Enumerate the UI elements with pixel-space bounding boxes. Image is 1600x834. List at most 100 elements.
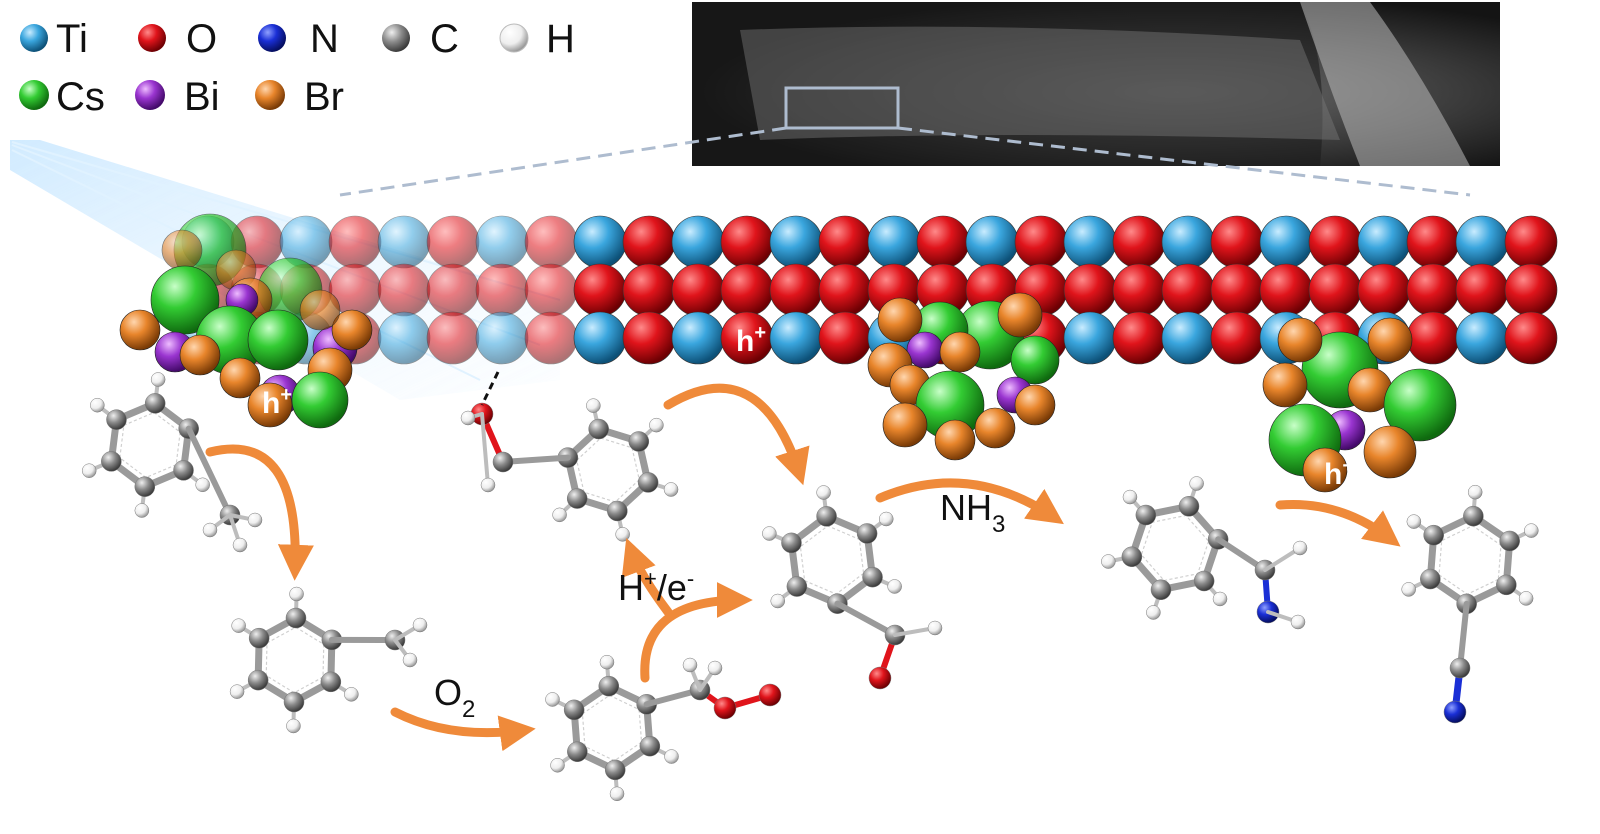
carbon-atom [781, 532, 802, 554]
ti-atom [1455, 215, 1509, 269]
hydrogen-atom [682, 657, 698, 673]
hydrogen-atom [202, 522, 218, 538]
carbon-atom [563, 699, 585, 721]
carbon-atom [1463, 505, 1484, 527]
hydrogen-atom [247, 512, 263, 528]
hydrogen-atom [1467, 484, 1483, 500]
carbon-atom [1449, 657, 1471, 679]
ti-swatch-icon [20, 24, 48, 52]
n-swatch-icon [258, 24, 286, 52]
nh3-label: NH3 [940, 487, 1005, 538]
carbon-atom [1150, 579, 1172, 600]
oxygen-atom [713, 696, 737, 720]
carbon-atom [1178, 496, 1200, 517]
br-atom [161, 229, 203, 271]
o-atom [769, 263, 823, 317]
oxygen-atom [758, 683, 782, 707]
ti-atom [769, 215, 823, 269]
hydrogen-atom [460, 410, 476, 426]
ti-atom [1063, 311, 1117, 365]
hydrogen-atom [1212, 591, 1228, 607]
br-atom [934, 419, 976, 461]
toluene-molecule [81, 372, 263, 553]
legend-item-o: O [138, 17, 217, 61]
legend-item-ti: Ti [20, 17, 88, 61]
hydrogen-atom [545, 692, 560, 707]
svg-text:h+: h+ [1324, 455, 1354, 491]
o-atom [1063, 263, 1117, 317]
arrow-peroxy-to-aldehyde [640, 582, 753, 683]
carbon-atom [492, 451, 514, 473]
carbon-atom [283, 691, 305, 713]
br-atom [1014, 384, 1056, 426]
ti-atom [671, 215, 725, 269]
hydrogen-atom [586, 398, 601, 413]
o-atom [328, 215, 382, 269]
legend-label-h: H [546, 17, 575, 61]
br-atom [1302, 447, 1348, 493]
hydrogen-atom [1401, 582, 1416, 597]
carbon-atom [816, 506, 837, 527]
legend: Ti O N C H Cs Bi Br [19, 17, 575, 119]
hydrogen-atom [664, 749, 679, 764]
hydrogen-atom [232, 537, 248, 553]
ti-atom [377, 311, 431, 365]
hole-label-right: h+ [1324, 455, 1354, 491]
arrow-nh3 [875, 478, 1064, 525]
o-atom [1455, 263, 1509, 317]
legend-label-bi: Bi [184, 75, 220, 119]
hydrogen-atom [150, 372, 166, 387]
carbon-atom [604, 759, 626, 781]
cs-atom [1010, 335, 1060, 385]
br-atom [119, 309, 161, 351]
hydrogen-atom [649, 417, 664, 433]
hole-label-lattice: h+ [736, 322, 766, 358]
cs-atom [291, 371, 349, 429]
legend-label-ti: Ti [56, 17, 88, 61]
o-atom [426, 311, 480, 365]
carbon-atom [1420, 568, 1441, 590]
legend-label-cs: Cs [56, 75, 105, 119]
ti-atom [1063, 215, 1117, 269]
legend-item-br: Br [255, 75, 344, 119]
imine-molecule [1101, 476, 1308, 630]
hydrogen-atom [289, 586, 304, 602]
br-atom [939, 331, 981, 373]
hydrogen-atom [878, 511, 894, 527]
carbon-atom [1423, 524, 1444, 546]
benzyl-radical-molecule [229, 586, 428, 734]
hydrogen-atom [615, 527, 630, 542]
legend-label-o: O [186, 17, 217, 61]
o-atom [622, 215, 676, 269]
br-atom [882, 402, 928, 448]
hydrogen-atom [402, 652, 418, 668]
carbon-atom [856, 523, 878, 544]
o-swatch-icon [138, 24, 166, 52]
legend-label-c: C [430, 17, 459, 61]
br-atom [247, 382, 293, 428]
hydrogen-atom [344, 687, 359, 702]
carbon-atom [144, 393, 166, 414]
carbon-atom [1499, 530, 1520, 552]
legend-item-cs: Cs [19, 75, 105, 119]
o-atom [524, 311, 578, 365]
carbon-atom [862, 566, 883, 588]
hydrogen-atom [81, 463, 97, 478]
o-atom [426, 263, 480, 317]
zoom-region-box [784, 86, 900, 130]
legend-label-br: Br [304, 75, 344, 119]
proton-electron-label: H+/e- [618, 566, 694, 608]
arrow-alcohol-to-aldehyde [663, 383, 810, 486]
hydrogen-atom [1146, 605, 1161, 620]
hydrogen-atom [412, 617, 428, 633]
o-atom [1112, 263, 1166, 317]
hydrogen-atom [927, 620, 943, 636]
o-atom [1406, 263, 1460, 317]
hydrogen-atom [90, 397, 105, 413]
o-atom [377, 263, 431, 317]
o-atom [916, 215, 970, 269]
hydrogen-atom [609, 786, 625, 802]
cs-atom [150, 265, 220, 335]
o-atom [1210, 311, 1264, 365]
